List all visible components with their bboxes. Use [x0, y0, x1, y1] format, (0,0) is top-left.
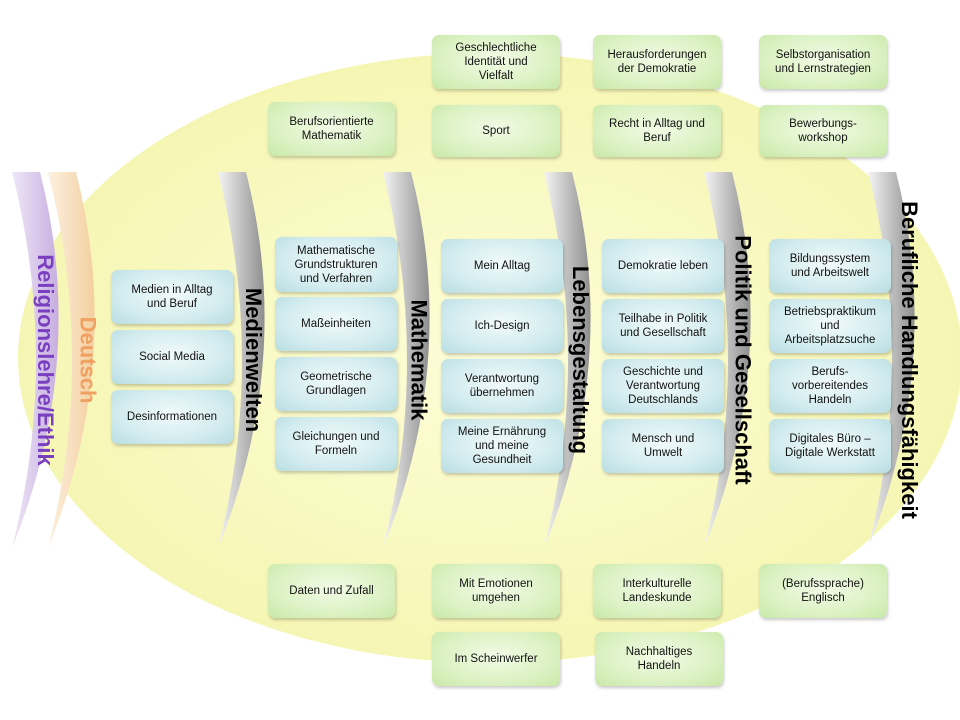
- arc-mathematik: [383, 172, 430, 548]
- box-digitales-buero: Digitales Büro – Digitale Werkstatt: [769, 419, 891, 473]
- box-ernaehrung: Meine Ernährung und meine Gesundheit: [441, 419, 563, 473]
- box-berufsorientierte-mathematik: Berufsorientierte Mathematik: [268, 102, 395, 156]
- box-desinformationen: Desinformationen: [111, 390, 233, 444]
- arc-religion: [12, 172, 59, 548]
- box-scheinwerfer: Im Scheinwerfer: [432, 632, 560, 686]
- arc-politik: [704, 172, 751, 548]
- box-geometrische-grundlagen: Geometrische Grundlagen: [275, 357, 397, 411]
- box-mathematische-grundstrukturen: Mathematische Grundstrukturen und Verfah…: [275, 237, 397, 292]
- box-recht: Recht in Alltag und Beruf: [593, 105, 721, 157]
- box-herausforderungen: Herausforderungen der Demokratie: [593, 35, 721, 89]
- box-bildungssystem: Bildungssystem und Arbeitswelt: [769, 239, 891, 293]
- box-mensch-umwelt: Mensch und Umwelt: [602, 419, 724, 473]
- box-berufsvorbereitendes: Berufs- vorbereitendes Handeln: [769, 359, 891, 413]
- box-englisch: (Berufssprache) Englisch: [759, 564, 887, 618]
- box-selbstorganisation: Selbstorganisation und Lernstrategien: [759, 35, 887, 89]
- arc-medienwelten: [218, 172, 265, 548]
- box-sport: Sport: [432, 105, 560, 157]
- box-betriebspraktikum: Betriebspraktikum und Arbeitsplatzsuche: [769, 299, 891, 353]
- arc-lebensgestaltung: [544, 172, 591, 548]
- box-demokratie-leben: Demokratie leben: [602, 239, 724, 293]
- box-bewerbungs: Bewerbungs- workshop: [759, 105, 887, 157]
- box-emotionen: Mit Emotionen umgehen: [432, 564, 560, 618]
- box-social-media: Social Media: [111, 330, 233, 384]
- box-gleichungen-formeln: Gleichungen und Formeln: [275, 417, 397, 471]
- box-interkulturelle: Interkulturelle Landeskunde: [593, 564, 721, 618]
- arc-deutsch: [48, 172, 95, 548]
- box-ich-design: Ich-Design: [441, 299, 563, 353]
- arc-beruf: [868, 172, 915, 548]
- box-nachhaltiges: Nachhaltiges Handeln: [595, 632, 723, 686]
- box-masseinheiten: Maßeinheiten: [275, 297, 397, 351]
- box-teilhabe: Teilhabe in Politik und Gesellschaft: [602, 299, 724, 353]
- box-daten-zufall: Daten und Zufall: [268, 564, 395, 618]
- box-geschichte: Geschichte und Verantwortung Deutschland…: [602, 359, 724, 413]
- box-geschlechtliche-identitaet: Geschlechtliche Identität und Vielfalt: [432, 35, 560, 89]
- box-mein-alltag: Mein Alltag: [441, 239, 563, 293]
- box-medien-alltag: Medien in Alltag und Beruf: [111, 270, 233, 324]
- box-verantwortung: Verantwortung übernehmen: [441, 359, 563, 413]
